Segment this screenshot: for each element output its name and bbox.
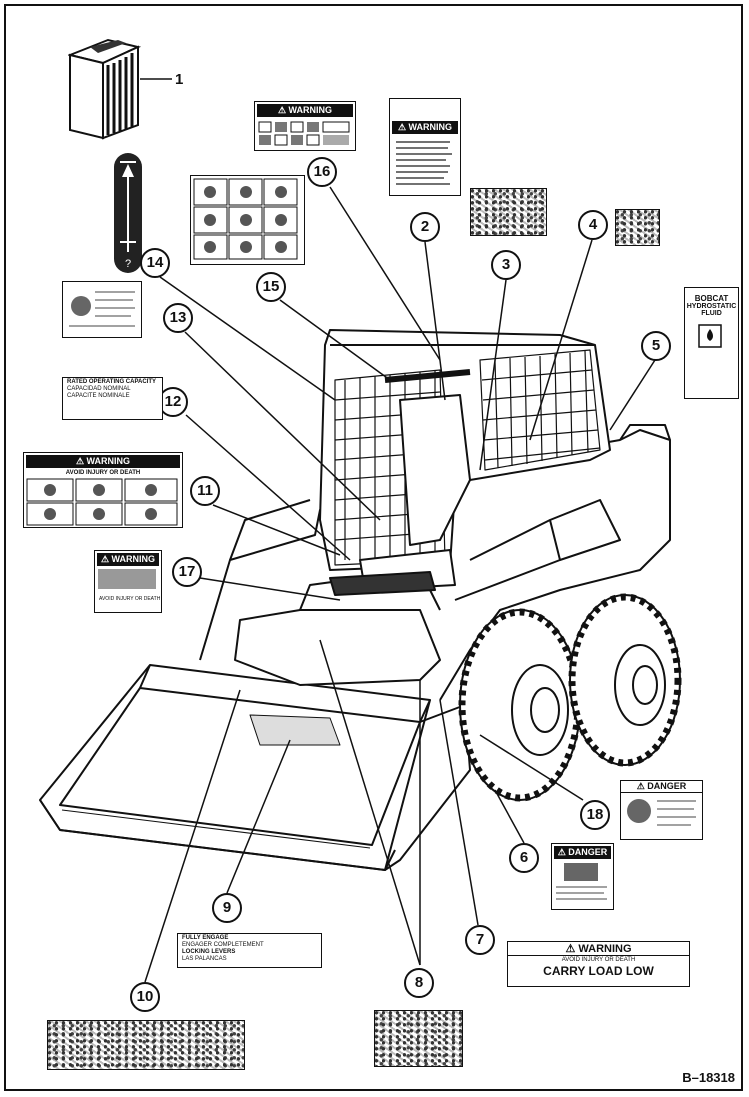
callout-16: 16 [307, 157, 337, 187]
small-texture-decal [615, 209, 660, 246]
callout-2: 2 [410, 212, 440, 242]
warning-right-heading: WARNING [408, 122, 453, 132]
callout-4: 4 [578, 210, 608, 240]
square-texture-decal [374, 1010, 463, 1067]
danger-decal-2: ⚠ DANGER [551, 843, 614, 910]
blank-decal-texture [470, 188, 547, 236]
pictograms-icon [258, 121, 350, 146]
front-wheel [458, 608, 582, 802]
lock-line2: ENGAGER COMPLETEMENT [182, 942, 264, 948]
bucket-decal [249, 714, 341, 746]
rear-wheel [568, 593, 682, 767]
hydrostatic-fluid-decal: BOBCAT HYDROSTATIC FLUID [684, 287, 739, 399]
manual-box-icon [68, 38, 142, 140]
warning-top-heading: WARNING [288, 105, 333, 115]
oil-chart-icon [69, 291, 135, 327]
carry-load-line1: AVOID INJURY OR DEATH [561, 957, 636, 963]
operating-instructions-decal: ⚠ WARNING [389, 98, 461, 196]
callout-13: 13 [163, 303, 193, 333]
callout-14: 14 [140, 248, 170, 278]
warning-small-heading: WARNING [111, 554, 156, 564]
carry-load-heading: WARNING [578, 943, 632, 955]
rated-capacity-decal: RATED OPERATING CAPACITY CAPACIDAD NOMIN… [62, 377, 163, 420]
warning-grid-decal: ⚠ WARNING AVOID INJURY OR DEATH [23, 452, 183, 528]
rated-line3: CAPACITE NOMINALE [67, 393, 130, 399]
danger-2-heading: DANGER [568, 847, 608, 857]
callout-1: 1 [175, 71, 184, 88]
callout-8: 8 [404, 968, 434, 998]
warning-grid-line1: AVOID INJURY OR DEATH [65, 470, 141, 476]
callout-11: 11 [190, 476, 220, 506]
callout-17: 17 [172, 557, 202, 587]
carry-load-low-decal: ⚠ WARNING AVOID INJURY OR DEATH CARRY LO… [507, 941, 690, 987]
danger-1-heading: DANGER [647, 781, 687, 791]
danger-decal-1: ⚠ DANGER [620, 780, 703, 840]
callout-5: 5 [641, 331, 671, 361]
fluid-line2: HYDROSTATIC [686, 303, 737, 310]
callout-10: 10 [130, 982, 160, 1012]
fluid-line3: FLUID [701, 310, 722, 317]
callout-12: 12 [158, 387, 188, 417]
cab [319, 329, 611, 596]
callout-9: 9 [212, 893, 242, 923]
fluid-drop-icon [698, 324, 722, 348]
warning-pictograms-icon [26, 478, 178, 526]
callout-7: 7 [465, 925, 495, 955]
lock-line1: FULLY ENGAGE [182, 935, 229, 941]
danger-2-pictogram-icon [556, 863, 607, 900]
oil-decal [62, 281, 142, 338]
warning-small-line1: AVOID INJURY OR DEATH [99, 596, 161, 602]
carry-load-big: CARRY LOAD LOW [543, 964, 654, 978]
callout-18: 18 [580, 800, 610, 830]
leader-lines [140, 78, 656, 983]
callout-15: 15 [256, 272, 286, 302]
rated-line2: CAPACIDAD NOMINAL [67, 386, 131, 392]
callout-3: 3 [491, 250, 521, 280]
warning-small-decal: ⚠ WARNING AVOID INJURY OR DEATH [94, 550, 162, 613]
control-pictogram-decal [190, 175, 305, 265]
crush-hazard-icon [98, 569, 156, 589]
lock-line4: LAS PALANCAS [182, 956, 227, 962]
svg-text:?: ? [125, 258, 131, 270]
instruction-lines-icon [396, 141, 452, 185]
bucket [39, 664, 471, 871]
lock-line3: LOCKING LEVERS [182, 949, 236, 955]
figure-code: B–18318 [682, 1070, 735, 1085]
fluid-line1: BOBCAT [694, 294, 729, 303]
bucket-strip-texture-decal [47, 1020, 245, 1070]
warning-grid-heading: WARNING [86, 456, 131, 466]
callout-6: 6 [509, 843, 539, 873]
lock-lever-decal: FULLY ENGAGE ENGAGER COMPLETEMENT LOCKIN… [177, 933, 322, 968]
controls-grid-icon [193, 178, 298, 260]
warning-decal-top: ⚠ WARNING [254, 101, 356, 151]
rated-line1: RATED OPERATING CAPACITY [67, 379, 157, 385]
lift-arrow-decal-icon: ? [114, 153, 142, 273]
danger-1-pictogram-icon [627, 799, 696, 826]
